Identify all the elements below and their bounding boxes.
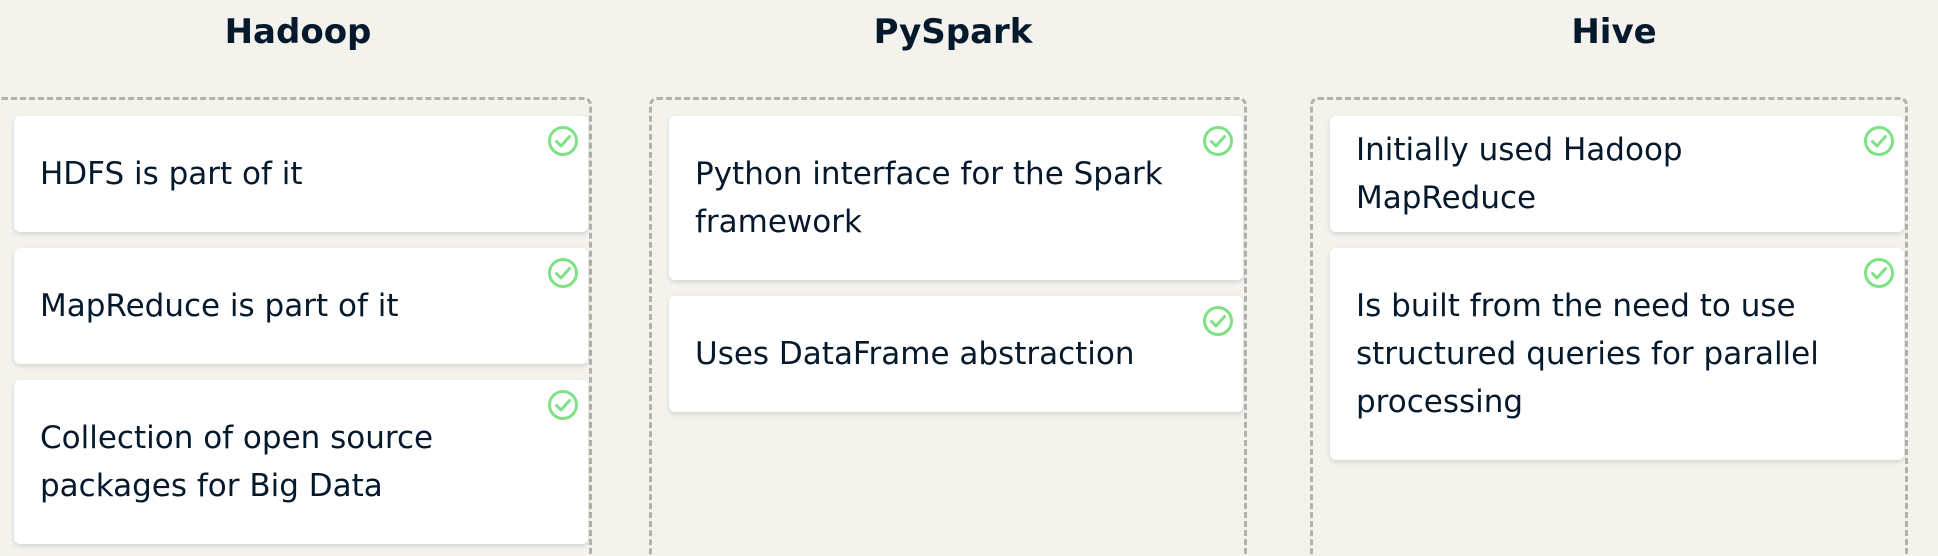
card[interactable]: Is built from the need to use structured… xyxy=(1330,248,1904,460)
dropzone-hive[interactable]: Initially used Hadoop MapReduce Is built… xyxy=(1310,97,1908,556)
check-circle-icon xyxy=(1863,257,1895,289)
card[interactable]: MapReduce is part of it xyxy=(14,248,588,364)
check-circle-icon xyxy=(1202,125,1234,157)
card[interactable]: Uses DataFrame abstraction xyxy=(669,296,1243,412)
card-text: Uses DataFrame abstraction xyxy=(695,336,1135,372)
card[interactable]: Initially used Hadoop MapReduce xyxy=(1330,116,1904,232)
card-text: Python interface for the Spark framework xyxy=(695,156,1163,240)
card[interactable]: Collection of open source packages for B… xyxy=(14,380,588,544)
check-circle-icon xyxy=(1202,305,1234,337)
check-circle-icon xyxy=(547,257,579,289)
card[interactable]: HDFS is part of it xyxy=(14,116,588,232)
dropzone-hadoop[interactable]: HDFS is part of it MapReduce is part of … xyxy=(0,97,592,556)
card[interactable]: Python interface for the Spark framework xyxy=(669,116,1243,280)
column-hive: Hive Initially used Hadoop MapReduce Is … xyxy=(1310,0,1918,556)
card-text: Initially used Hadoop MapReduce xyxy=(1356,132,1683,216)
card-text: HDFS is part of it xyxy=(40,156,303,192)
column-title: PySpark xyxy=(873,12,1033,52)
column-pyspark: PySpark Python interface for the Spark f… xyxy=(649,0,1257,556)
card-text: Collection of open source packages for B… xyxy=(40,420,434,504)
dropzone-pyspark[interactable]: Python interface for the Spark framework… xyxy=(649,97,1247,556)
card-text: MapReduce is part of it xyxy=(40,288,399,324)
check-circle-icon xyxy=(547,125,579,157)
check-circle-icon xyxy=(1863,125,1895,157)
check-circle-icon xyxy=(547,389,579,421)
column-title: Hadoop xyxy=(224,12,372,52)
column-hadoop: Hadoop HDFS is part of it MapReduce is p… xyxy=(0,0,602,556)
card-text: Is built from the need to use structured… xyxy=(1356,288,1819,420)
column-title: Hive xyxy=(1571,12,1657,52)
